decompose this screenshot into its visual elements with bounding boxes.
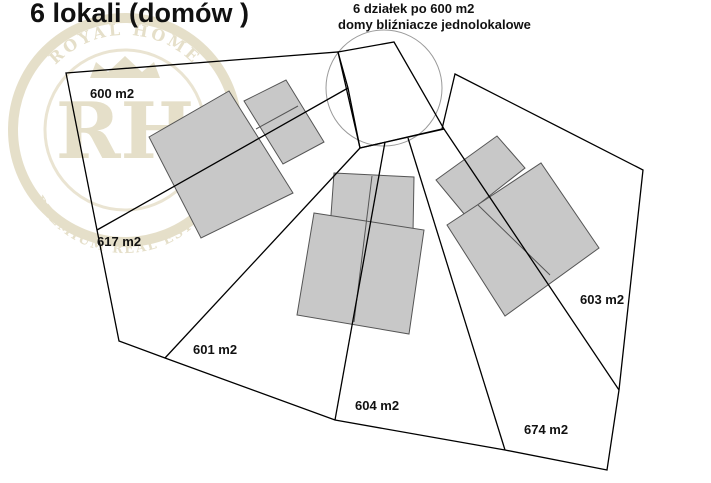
central-hexagon: [337, 41, 446, 149]
crown-icon: [90, 56, 160, 78]
central-circle: [325, 29, 443, 147]
divider-2: [164, 147, 361, 359]
divider-1: [96, 87, 349, 231]
plot-area-label: 601 m2: [193, 342, 238, 357]
plot-area-label: 600 m2: [90, 86, 135, 101]
plot-area-label: 604 m2: [355, 398, 400, 413]
divider-5: [443, 128, 620, 391]
divider-3: [334, 141, 386, 421]
plan-note-line1: 6 działek po 600 m2: [353, 1, 475, 16]
building-3: [435, 135, 600, 317]
building-2: [296, 172, 425, 335]
plan-note-line2: domy bliźniacze jednolokalowe: [338, 17, 531, 32]
plot-area-label: 603 m2: [580, 292, 625, 307]
plot-area-label: 617 m2: [97, 234, 142, 249]
divider-4: [407, 137, 506, 451]
building-1: [148, 79, 325, 239]
plot-area-label: 674 m2: [524, 422, 569, 437]
page-title: 6 lokali (domów ): [30, 0, 250, 28]
plot-boundaries: [65, 41, 644, 471]
